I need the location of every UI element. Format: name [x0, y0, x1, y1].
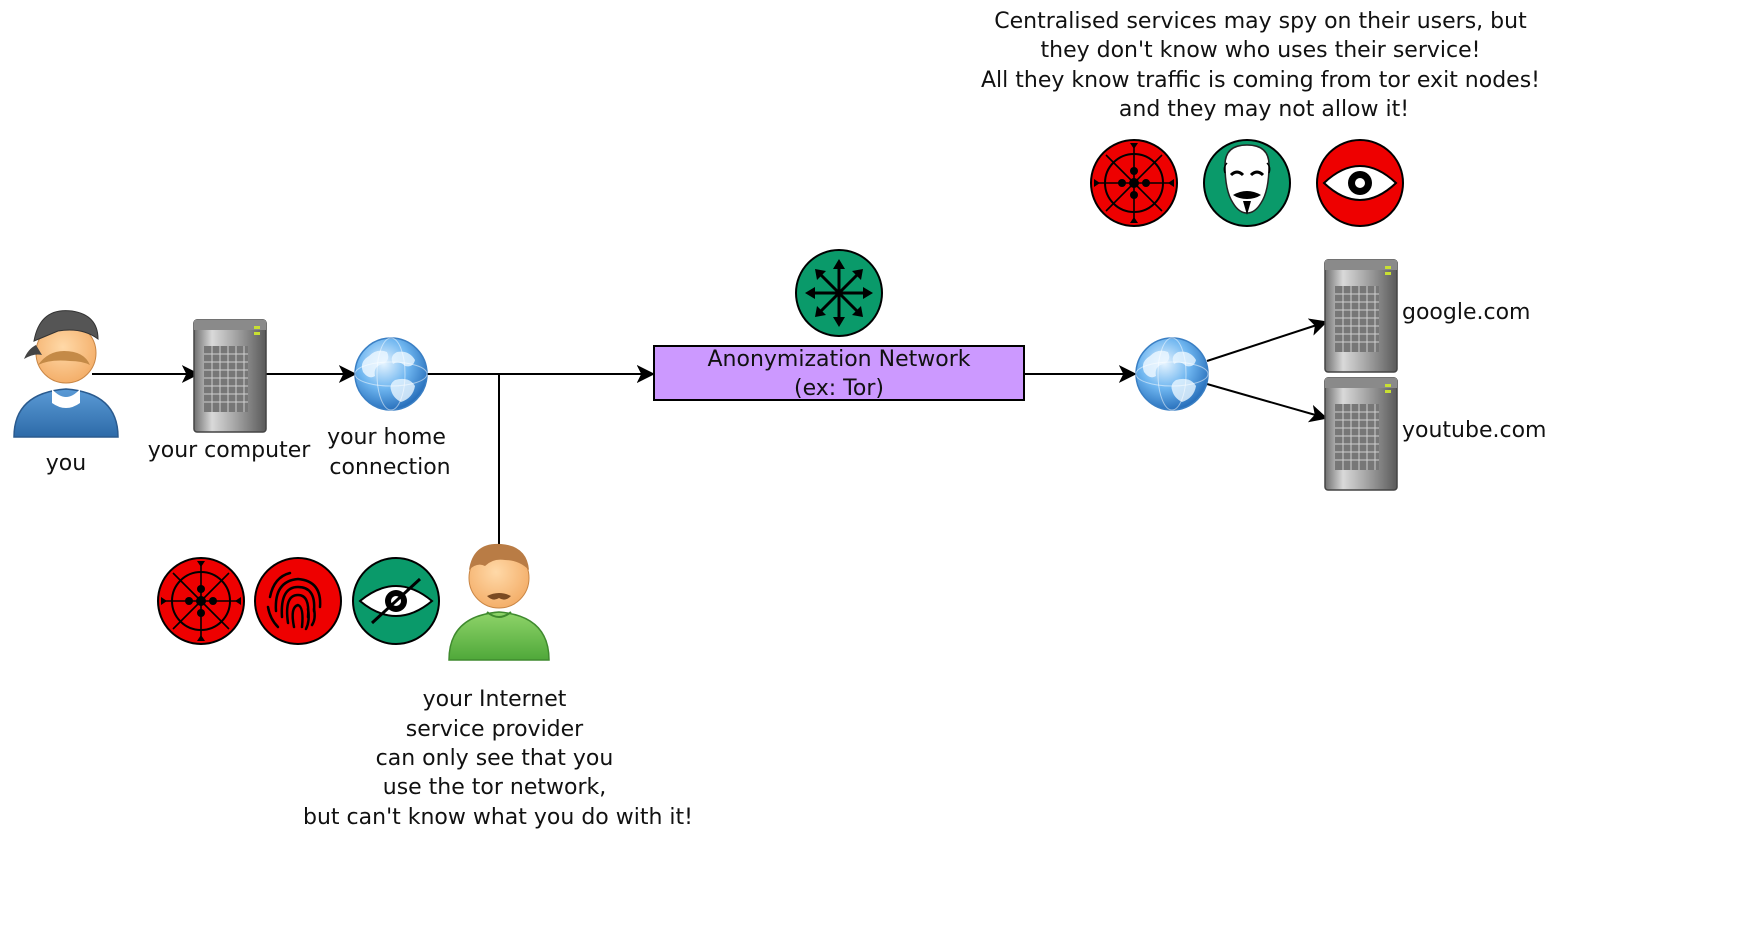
isp-person-icon: [448, 543, 550, 661]
anonymization-network-box: Anonymization Network (ex: Tor): [653, 345, 1025, 401]
edge-isp-tap: [498, 365, 655, 545]
google-server-icon: [1324, 259, 1398, 373]
google-label: google.com: [1402, 300, 1530, 325]
network-title: Anonymization Network: [708, 347, 971, 372]
home-connection-globe-icon: [354, 337, 428, 411]
youtube-label: youtube.com: [1402, 418, 1546, 443]
edge-exit-youtube: [1206, 383, 1328, 423]
isp-censorship-icon: [157, 557, 245, 645]
exit-node-globe-icon: [1135, 337, 1209, 411]
youtube-server-icon: [1324, 377, 1398, 491]
fingerprint-icon: [254, 557, 342, 645]
computer-icon: [193, 319, 267, 433]
decentralized-network-icon: [795, 249, 883, 337]
user-icon: [13, 310, 119, 438]
edge-exit-google: [1206, 318, 1328, 362]
surveillance-eye-icon: [1316, 139, 1404, 227]
user-label: you: [46, 451, 86, 476]
connectors: [92, 318, 1328, 545]
anonymous-mask-icon: [1203, 139, 1291, 227]
network-subtitle: (ex: Tor): [794, 376, 884, 401]
home-connection-label: your home connection: [327, 425, 453, 480]
no-surveillance-icon: [352, 557, 440, 645]
computer-label: your computer: [148, 438, 312, 463]
services-note: Centralised services may spy on their us…: [981, 9, 1547, 122]
isp-note: your Internet service provider can only …: [303, 687, 693, 830]
services-censorship-icon: [1090, 139, 1178, 227]
